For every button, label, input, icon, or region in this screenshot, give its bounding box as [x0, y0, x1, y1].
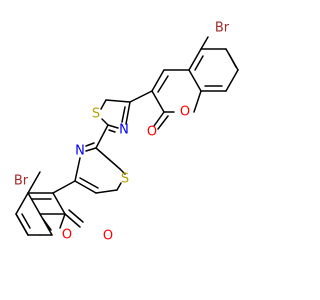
bond — [27, 171, 41, 194]
bond — [151, 90, 165, 113]
bond — [52, 192, 66, 215]
bond — [157, 115, 169, 130]
sulfur-atom-top: S — [92, 107, 100, 122]
bond — [228, 53, 237, 68]
upper-thiazole — [100, 90, 153, 133]
bond — [85, 142, 95, 147]
bond — [193, 90, 202, 113]
bond — [188, 69, 202, 92]
upper-coumarin — [151, 36, 239, 130]
bond — [74, 180, 97, 194]
bond — [64, 213, 81, 228]
bond — [125, 101, 131, 125]
bond — [101, 118, 109, 126]
bromine-atom-bottom: Br — [14, 174, 29, 189]
bond — [15, 213, 29, 236]
inter-ring-bond — [95, 124, 109, 149]
bond — [27, 192, 41, 215]
bond — [157, 75, 169, 93]
bond — [200, 36, 209, 50]
oxygen-carbonyl-bottom: O — [103, 229, 113, 244]
bromine-atom-top: Br — [215, 21, 230, 36]
nitrogen-atom-top: N — [119, 123, 129, 138]
sulfur-atom-bottom: S — [121, 172, 129, 187]
bond — [39, 213, 53, 236]
bond — [42, 218, 52, 231]
bond — [100, 99, 107, 110]
bond — [74, 157, 81, 182]
bond — [194, 55, 204, 71]
bond — [15, 192, 29, 215]
bond — [129, 90, 153, 103]
bond — [95, 147, 121, 170]
bond — [121, 106, 126, 123]
lower-thiazole — [52, 142, 126, 194]
bond — [108, 129, 116, 133]
bond — [59, 213, 66, 229]
oxygen-ring-bottom: O — [62, 228, 72, 243]
bond — [95, 189, 118, 194]
bond — [105, 99, 131, 103]
lower-coumarin-core — [15, 192, 66, 236]
bond — [225, 69, 239, 92]
bond — [107, 124, 119, 129]
bond — [85, 147, 97, 152]
bond — [188, 48, 202, 71]
bond — [52, 180, 76, 194]
oxygen-carbonyl-top: O — [147, 125, 157, 140]
bond — [151, 69, 165, 92]
bond — [68, 209, 84, 223]
bond — [119, 168, 126, 175]
bis-coumarinyl-bithiazole-structure: Br O O S N N S Br O O — [14, 21, 239, 244]
bond — [153, 111, 165, 127]
nitrogen-atom-bottom: N — [75, 144, 85, 159]
oxygen-ring-top: O — [180, 105, 190, 120]
bond — [21, 213, 31, 229]
bond — [116, 182, 122, 191]
bond — [79, 177, 99, 189]
structure-canvas: Br O O S N N S Br O O — [13, 20, 239, 244]
